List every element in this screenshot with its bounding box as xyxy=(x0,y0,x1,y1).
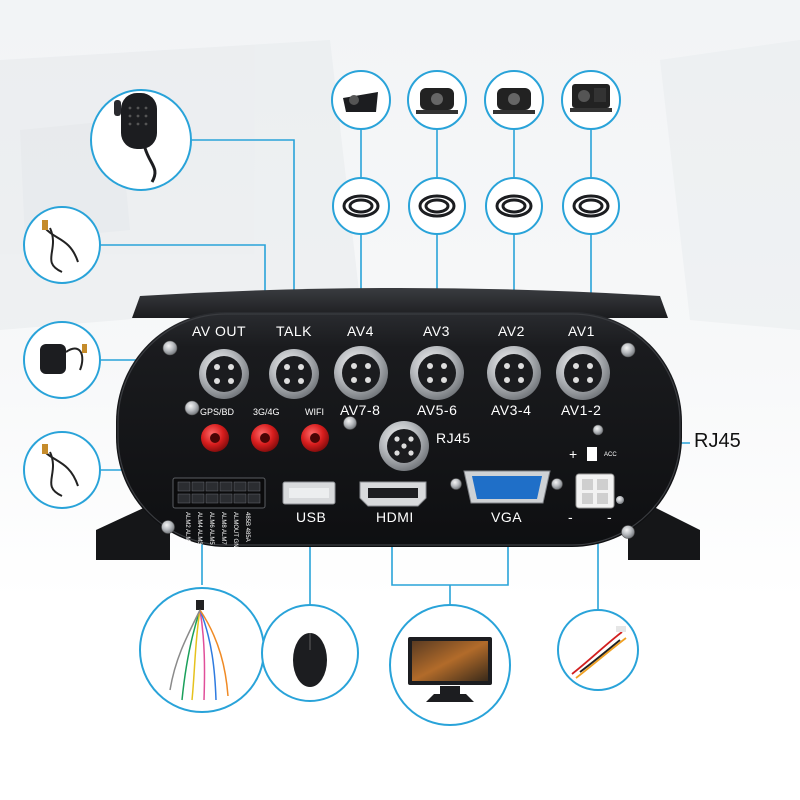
label-av7-8: AV7-8 xyxy=(340,402,381,418)
label-alarm-34: ALM4 ALM3 xyxy=(196,512,202,545)
label-talk: TALK xyxy=(276,323,312,339)
label-minus-right: - xyxy=(607,509,613,525)
label-gps-bd: GPS/BD xyxy=(200,407,235,417)
label-av5-6: AV5-6 xyxy=(417,402,458,418)
rear-camera-icon xyxy=(570,84,612,112)
dvr-unit xyxy=(96,288,700,560)
label-alarm-78: ALM8 ALM7 xyxy=(220,512,226,545)
power-cable-icon xyxy=(571,626,627,679)
label-av1-2: AV1-2 xyxy=(561,402,602,418)
microphone-icon xyxy=(114,93,157,183)
side-camera-icon-1 xyxy=(416,88,458,114)
connector-rj45 xyxy=(379,421,429,471)
cable-1-circle xyxy=(332,177,390,235)
puck-antenna-icon xyxy=(40,344,87,374)
power-port xyxy=(575,447,615,509)
coiled-cable-icons xyxy=(342,194,610,218)
cable-3-circle xyxy=(485,177,543,235)
label-av3-4: AV3-4 xyxy=(491,402,532,418)
dome-camera-icon-1 xyxy=(343,92,378,112)
label-av4: AV4 xyxy=(347,323,374,339)
alarm-terminal xyxy=(172,477,266,509)
connector-av4 xyxy=(334,346,388,400)
label-av-out: AV OUT xyxy=(192,323,247,339)
label-minus-left: - xyxy=(568,509,574,525)
connector-talk xyxy=(269,349,319,399)
label-alarm-almout: ALMOUT GND xyxy=(232,512,238,552)
cable-2-circle xyxy=(408,177,466,235)
connector-av-out xyxy=(199,349,249,399)
label-av1: AV1 xyxy=(568,323,595,339)
label-av2: AV2 xyxy=(498,323,525,339)
connector-av1 xyxy=(556,346,610,400)
label-hdmi: HDMI xyxy=(376,509,414,525)
side-camera-icon-2 xyxy=(493,88,535,114)
hdmi-port xyxy=(359,481,427,507)
antenna-cable-icon-1 xyxy=(42,220,79,273)
label-plus: + xyxy=(569,446,578,462)
label-vga: VGA xyxy=(491,509,523,525)
connector-av2 xyxy=(487,346,541,400)
antenna-connectors xyxy=(201,424,329,452)
label-av3: AV3 xyxy=(423,323,450,339)
label-acc: ACC xyxy=(604,452,617,458)
alarm-wire-icon xyxy=(169,600,229,701)
label-alarm-485: 485B 485A xyxy=(244,512,250,542)
label-alarm-56: ALM6 ALM5 xyxy=(208,512,214,545)
label-wifi: WIFI xyxy=(305,407,324,417)
cable-4-circle xyxy=(562,177,620,235)
usb-port xyxy=(282,481,336,505)
label-alarm-12: ALM2 ALM1 xyxy=(184,512,190,545)
antenna-cable-icon-2 xyxy=(42,444,79,497)
wifi-antenna-circle xyxy=(23,431,101,509)
mouse-icon xyxy=(293,633,327,687)
aviation-connectors xyxy=(199,346,610,471)
label-rj45-panel: RJ45 xyxy=(436,430,471,446)
vga-port xyxy=(463,470,551,504)
power-cable-circle xyxy=(557,609,639,691)
label-usb: USB xyxy=(296,509,327,525)
connector-av3 xyxy=(410,346,464,400)
callout-rj45: RJ45 xyxy=(694,430,741,452)
label-3g-4g: 3G/4G xyxy=(253,407,280,417)
monitor-icon xyxy=(408,637,492,702)
